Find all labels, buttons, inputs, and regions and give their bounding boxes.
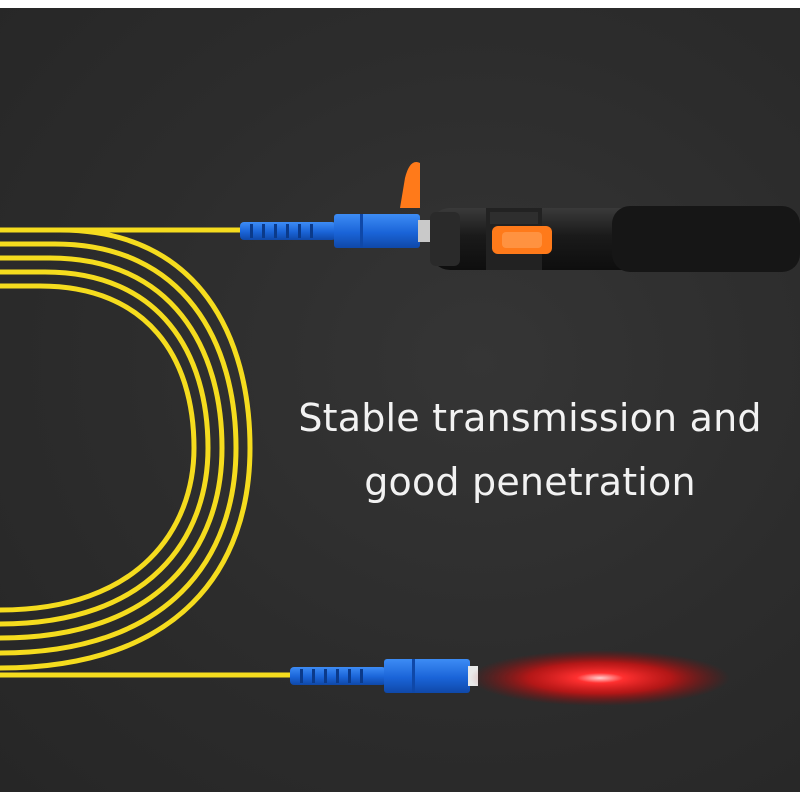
caption-line-2: good penetration	[364, 460, 696, 504]
sc-connector-bottom-icon	[290, 659, 478, 693]
dark-background-panel: Stable transmission and good penetration	[0, 8, 800, 792]
fiber-coil-icon	[0, 227, 253, 671]
caption-line-1: Stable transmission and	[298, 396, 762, 440]
caption: Stable transmission and good penetration	[260, 386, 800, 514]
visual-fault-locator-pen-icon	[400, 162, 800, 272]
product-scene	[0, 162, 800, 706]
sc-connector-top-icon	[240, 214, 436, 248]
red-laser-glow-icon	[470, 650, 730, 706]
